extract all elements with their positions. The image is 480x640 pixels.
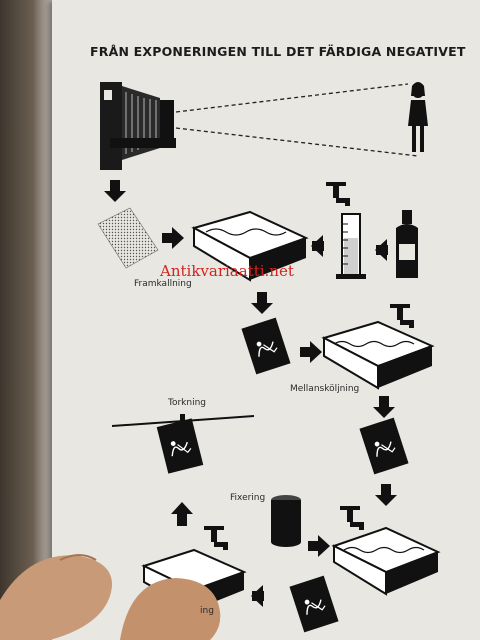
step-label-washing: ing <box>200 606 214 616</box>
tray-icon <box>331 526 441 596</box>
faucet-icon <box>340 506 364 530</box>
faucet-icon <box>204 526 228 550</box>
negative-film-icon <box>156 417 204 475</box>
arrow-icon <box>104 180 126 202</box>
step-label-developing: Framkallning <box>134 279 192 289</box>
step-label-rinse: Mellansköljning <box>290 384 360 394</box>
arrow-icon <box>251 292 273 314</box>
camera-icon <box>100 82 176 170</box>
film-sheet-icon <box>97 207 159 269</box>
negative-film-icon <box>358 416 410 476</box>
step-label-fixing: Fixering <box>230 493 266 503</box>
watermark-text: Antikvariaatti.net <box>160 262 294 280</box>
arrow-icon <box>311 235 324 257</box>
person-subject-icon <box>408 82 428 152</box>
arrow-icon <box>308 535 330 557</box>
page-title: FRÅN EXPONERINGEN TILL DET FÄRDIGA NEGAT… <box>90 44 466 59</box>
faucet-icon <box>326 182 350 206</box>
arrow-icon <box>373 396 395 418</box>
chemical-bottle-icon <box>396 210 418 278</box>
film-canister-icon <box>271 495 301 547</box>
arrow-icon <box>300 341 322 363</box>
negative-film-icon <box>240 316 292 376</box>
arrow-icon <box>375 239 388 261</box>
arrow-icon <box>251 585 264 607</box>
negative-film-icon <box>288 574 340 634</box>
arrow-icon <box>375 484 397 506</box>
faucet-icon <box>390 304 414 328</box>
tray-icon <box>191 210 309 282</box>
arrow-icon <box>171 502 193 526</box>
measuring-cylinder-icon <box>336 213 366 279</box>
thumb-foreground <box>0 554 221 640</box>
tray-icon <box>321 320 435 390</box>
step-label-drying: Torkning <box>168 398 207 408</box>
book-gutter <box>0 0 60 640</box>
arrow-icon <box>162 227 184 249</box>
light-rays <box>175 83 419 157</box>
